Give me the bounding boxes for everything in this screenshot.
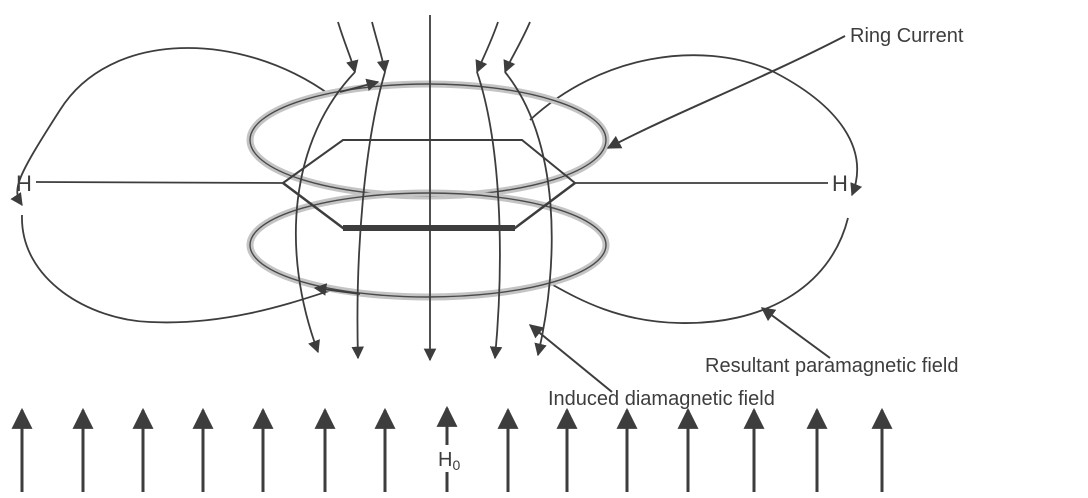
left-hydrogen-label: H	[16, 171, 32, 196]
ring-current-label: Ring Current	[850, 25, 964, 47]
benzene-ring	[282, 139, 576, 231]
applied-field-label: H0	[438, 449, 460, 473]
ring-current-lower-arrow	[313, 283, 361, 296]
ring-current-pointer	[606, 35, 846, 149]
applied-field-symbol: H	[438, 449, 452, 471]
applied-field-subscript: 0	[452, 457, 460, 473]
applied-field-arrows	[11, 405, 893, 492]
ring-current-lower	[246, 189, 610, 301]
right-field-loop	[529, 54, 863, 324]
induced-field-pointer	[528, 324, 613, 393]
induced-field-lines	[294, 15, 553, 362]
resultant-field-label: Resultant paramagnetic field	[705, 355, 958, 377]
right-hydrogen-label: H	[832, 171, 848, 196]
left-ch-bond	[35, 181, 284, 184]
resultant-field-pointer	[760, 307, 831, 359]
ring-current-upper-arrow	[339, 78, 380, 93]
left-field-loop	[10, 47, 333, 324]
induced-field-label: Induced diamagnetic field	[548, 388, 775, 410]
